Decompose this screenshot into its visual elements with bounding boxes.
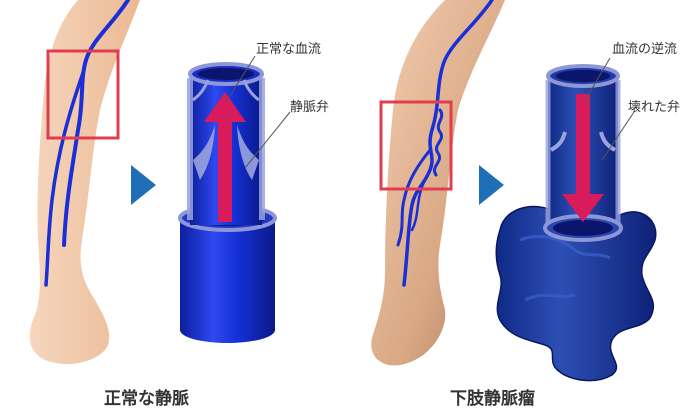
broken-valve-label: 壊れた弁 xyxy=(628,100,681,115)
normal-vein-caption: 正常な静脈 xyxy=(104,389,189,409)
triangle-right-icon-2 xyxy=(479,165,504,205)
valve-label: 静脈弁 xyxy=(290,100,330,115)
reverse-flow-label: 血流の逆流 xyxy=(612,42,678,57)
valve-leaflet-right xyxy=(237,125,259,180)
varicose-highlight-box xyxy=(379,100,453,191)
valve-leaflet-left xyxy=(193,125,215,180)
normal-highlight-box xyxy=(46,49,120,140)
varicose-leg xyxy=(371,0,505,366)
great-saphenous-vein xyxy=(62,0,130,247)
arrow-down-icon xyxy=(562,94,604,222)
leg-skin xyxy=(29,0,140,365)
triangle-right-icon xyxy=(131,165,156,205)
varicose-vein-caption: 下肢静脈瘤 xyxy=(450,389,535,409)
varicose-vein-tube xyxy=(495,64,657,382)
broken-valve-left xyxy=(549,131,567,152)
normal-flow-label: 正常な血流 xyxy=(256,42,322,57)
reverse-flow-callout-line xyxy=(583,57,611,103)
normal-leg xyxy=(29,0,140,365)
valve-callout-line xyxy=(244,111,291,169)
broken-valve-right xyxy=(599,131,617,152)
varicose-vein-twisted xyxy=(433,108,444,177)
broken-valve-callout-line xyxy=(601,111,635,161)
arrow-up-icon xyxy=(204,92,246,222)
secondary-vein xyxy=(44,68,86,287)
normal-flow-callout-line xyxy=(225,55,256,103)
